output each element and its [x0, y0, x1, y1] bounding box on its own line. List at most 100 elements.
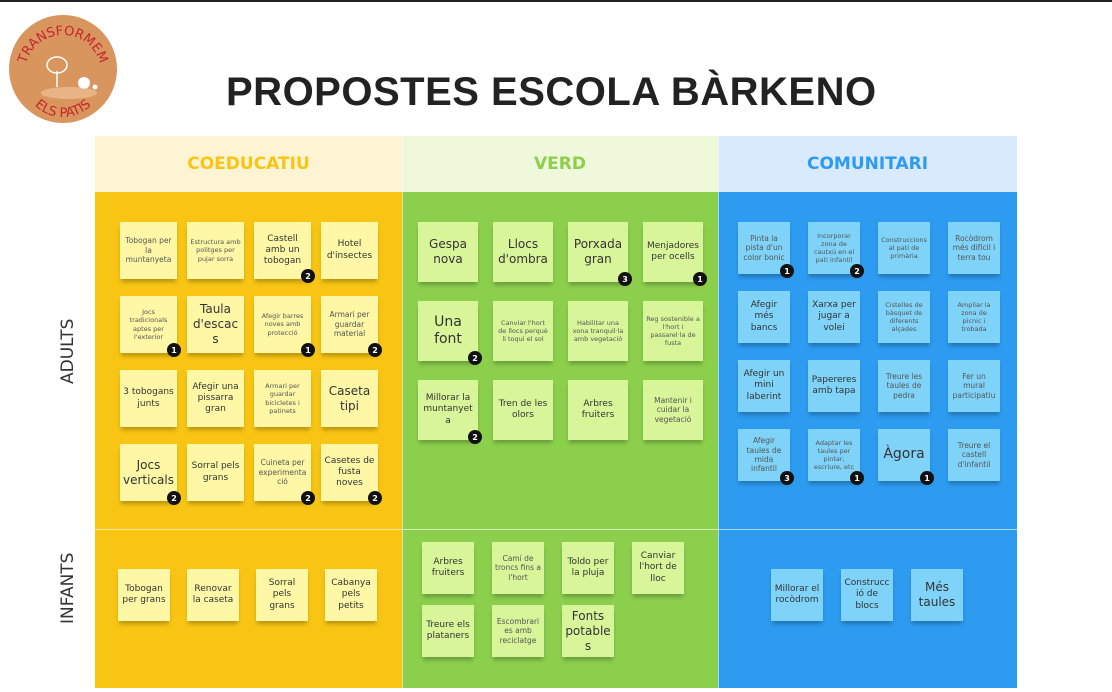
- sticky-note[interactable]: Més taules: [911, 569, 963, 621]
- note-text: Tobogan per grans: [122, 583, 166, 605]
- sticky-note[interactable]: Afegir un mini laberint: [738, 360, 790, 412]
- sticky-note[interactable]: Camí de troncs fins a l'hort: [492, 542, 544, 594]
- row-label-infants: INFANTS: [58, 552, 78, 624]
- sticky-note[interactable]: Armari per guardar material 2: [321, 296, 382, 357]
- note-text: Incorporar zona de cautxú en el pati inf…: [813, 231, 855, 265]
- grid-divider: [718, 136, 719, 688]
- vote-count-badge: 2: [468, 430, 482, 444]
- note-text: Fonts potables: [565, 608, 611, 653]
- vote-count-badge: 2: [301, 491, 315, 505]
- sticky-note[interactable]: Canviar l'hort de lloc: [632, 542, 684, 594]
- vote-count-badge: 1: [920, 471, 934, 485]
- note-text: Castell amb un tobogan: [263, 233, 302, 267]
- sticky-note[interactable]: Millorar el rocòdrom: [771, 569, 823, 621]
- sticky-note[interactable]: Castell amb un tobogan 2: [254, 222, 315, 283]
- sticky-note[interactable]: Fonts potables: [562, 605, 614, 657]
- note-text: Treure el castell d'infantil: [957, 440, 991, 469]
- sticky-note[interactable]: Cuineta per experimentació 2: [254, 444, 315, 505]
- note-text: Llocs d'ombra: [498, 237, 548, 266]
- grid-divider: [95, 529, 1017, 530]
- sticky-note[interactable]: Caseta tipi: [321, 370, 378, 427]
- note-text: Treure les taules de pedra: [885, 371, 923, 400]
- sticky-note[interactable]: Arbres fruiters: [422, 542, 474, 594]
- sticky-note[interactable]: Sorral pels grans: [187, 444, 244, 501]
- sticky-note[interactable]: Adaptar les taules per pintar, escriure,…: [808, 429, 864, 485]
- sticky-note[interactable]: 3 tobogans junts: [120, 370, 177, 427]
- sticky-note[interactable]: Cistelles de bàsquet de diferents alçade…: [878, 291, 930, 343]
- sticky-note[interactable]: Armari per guardar bicicletes i patinets: [254, 370, 311, 427]
- note-text: Taula d'escacs: [192, 302, 239, 346]
- sticky-note[interactable]: Ampliar la zona de picnic i trobada: [948, 291, 1000, 343]
- vote-count-badge: 2: [368, 491, 382, 505]
- vote-count-badge: 2: [368, 343, 382, 357]
- note-text: Hotel d'insectes: [326, 239, 373, 261]
- note-text: Casetes de fusta noves: [324, 455, 375, 489]
- note-text: Fer un mural participatiu: [952, 371, 996, 400]
- note-text: Canviar l'hort de lloc: [639, 551, 677, 584]
- sticky-note[interactable]: Gespa nova: [418, 222, 478, 282]
- note-text: Afegir barres noves amb protecció: [261, 312, 304, 337]
- column-header-verd: VERD: [402, 136, 718, 192]
- sticky-note[interactable]: Arbres fruiters: [568, 380, 628, 440]
- note-text: Cistelles de bàsquet de diferents alçade…: [885, 300, 923, 334]
- note-text: Adaptar les taules per pintar, escriure,…: [813, 438, 855, 472]
- sticky-note[interactable]: Tobogan per la muntanyeta: [120, 222, 177, 279]
- sticky-note[interactable]: Llocs d'ombra: [493, 222, 553, 282]
- note-text: Millorar el rocòdrom: [774, 583, 820, 605]
- cell-comunitari-infants: Millorar el rocòdrom Construcció de blocs…: [718, 529, 1017, 688]
- vote-count-badge: 1: [780, 264, 794, 278]
- sticky-note[interactable]: Casetes de fusta noves 2: [321, 444, 382, 505]
- note-text: Construccions al pati de primària: [881, 235, 927, 261]
- sticky-note[interactable]: Treure les taules de pedra: [878, 360, 930, 412]
- vote-count-badge: 3: [780, 471, 794, 485]
- page-title: PROPOSTES ESCOLA BÀRKENO: [226, 70, 877, 114]
- column-header-comunitari: COMUNITARI: [718, 136, 1017, 192]
- sticky-note[interactable]: Construcció de blocs: [841, 569, 893, 621]
- sticky-note[interactable]: Estructura amb politges per pujar sorra: [187, 222, 244, 279]
- sticky-note[interactable]: Sorral pels grans: [256, 569, 308, 621]
- sticky-note[interactable]: Afegir una pissarra gran: [187, 370, 244, 427]
- note-text: Àgora: [883, 446, 925, 463]
- note-text: Sorral pels grans: [268, 578, 296, 611]
- sticky-note[interactable]: Fer un mural participatiu: [948, 360, 1000, 412]
- sticky-note[interactable]: Escombraries amb reciclatge: [492, 605, 544, 657]
- note-text: Ampliar la zona de picnic i trobada: [957, 300, 991, 334]
- note-text: Canviar l'hort de llocs perquè li toqui …: [498, 318, 548, 344]
- sticky-note[interactable]: Àgora 1: [878, 429, 934, 485]
- note-text: Cuineta per experimentació: [258, 458, 307, 487]
- vote-count-badge: 1: [693, 272, 707, 286]
- sticky-note[interactable]: Tobogan per grans: [118, 569, 170, 621]
- sticky-note[interactable]: Xarxa per jugar a volei: [808, 291, 860, 343]
- sticky-note[interactable]: Hotel d'insectes: [321, 222, 378, 279]
- sticky-note[interactable]: Papereres amb tapa: [808, 360, 860, 412]
- sticky-note[interactable]: Construccions al pati de primària: [878, 222, 930, 274]
- sticky-note[interactable]: Treure el castell d'infantil: [948, 429, 1000, 481]
- sticky-note[interactable]: Rocòdrom més difícil i terra tou: [948, 222, 1000, 274]
- sticky-note[interactable]: Tren de les olors: [493, 380, 553, 440]
- sticky-note[interactable]: Canviar l'hort de llocs perquè li toqui …: [493, 301, 553, 361]
- sticky-note[interactable]: Cabanya pels petits: [325, 569, 377, 621]
- sticky-note[interactable]: Taula d'escacs: [187, 296, 244, 353]
- sticky-note[interactable]: Renovar la caseta: [187, 569, 239, 621]
- sticky-note[interactable]: Reg sostenible a l'hort i passarel·la de…: [643, 301, 703, 361]
- sticky-note[interactable]: Toldo per la pluja: [562, 542, 614, 594]
- sticky-note[interactable]: Habilitar una xona tranquil·la amb veget…: [568, 301, 628, 361]
- sticky-note[interactable]: Treure els plataners: [422, 605, 474, 657]
- note-text: Armari per guardar material: [329, 310, 370, 339]
- vote-count-badge: 2: [167, 491, 181, 505]
- sticky-note[interactable]: Mantenir i cuidar la vegetació: [643, 380, 703, 440]
- sticky-note[interactable]: Afegir més bancs: [738, 291, 790, 343]
- note-text: Estructura amb politges per pujar sorra: [190, 238, 241, 263]
- sticky-note[interactable]: Incorporar zona de cautxú en el pati inf…: [808, 222, 864, 278]
- vote-count-badge: 2: [301, 269, 315, 283]
